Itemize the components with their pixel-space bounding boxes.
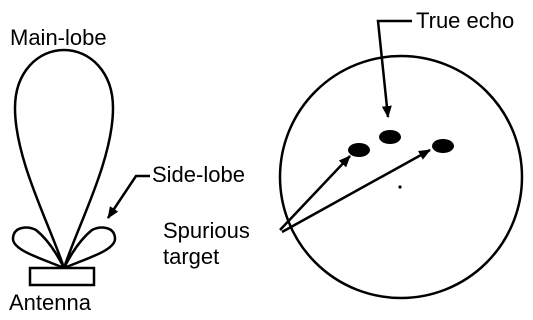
- true-echo-arrow: [376, 19, 412, 118]
- radar-scope-circle: [278, 54, 524, 300]
- main-lobe-label: Main-lobe: [10, 25, 107, 50]
- spurious-echo-right-blip: [432, 139, 454, 153]
- true-echo-blip: [379, 130, 401, 144]
- antenna-label: Antenna: [9, 290, 91, 315]
- antenna-base: [28, 266, 96, 287]
- side-lobe-label: Side-lobe: [152, 162, 245, 187]
- spurious-arrow-upper: [279, 155, 351, 231]
- spurious-echo-left-blip: [348, 143, 370, 157]
- scope-center-dot: [398, 185, 402, 189]
- spurious-target-label-line1: Spurious: [163, 218, 250, 243]
- spurious-target-label-line2: target: [163, 244, 220, 269]
- right-side-lobe-shape: [61, 226, 117, 271]
- left-side-lobe-shape: [11, 226, 67, 271]
- spurious-arrow-lower: [281, 148, 431, 234]
- side-lobe-arrow: [106, 174, 150, 219]
- main-lobe-shape: [13, 48, 115, 273]
- true-echo-label: True echo: [416, 8, 515, 33]
